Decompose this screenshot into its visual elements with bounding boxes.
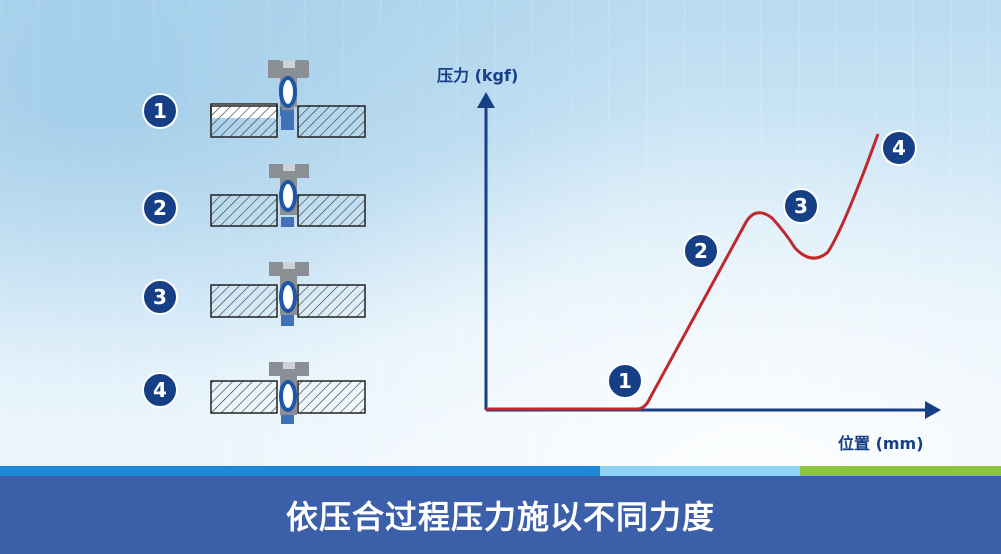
- stripe-blue: [0, 466, 600, 476]
- part-step-3: [210, 262, 366, 326]
- force-position-graph: [477, 92, 941, 419]
- step-marker-1: 1: [142, 93, 178, 129]
- x-axis-label: 位置 (mm): [838, 434, 924, 453]
- curve-marker-2: 2: [683, 233, 719, 269]
- stripe-light: [600, 466, 800, 476]
- part-step-2: [210, 164, 366, 227]
- curve-marker-3: 3: [783, 188, 819, 224]
- step-marker-2: 2: [142, 190, 178, 226]
- curve-marker-4: 4: [881, 130, 917, 166]
- curve-marker-1: 1: [607, 363, 643, 399]
- part-step-4: [210, 362, 366, 424]
- step-marker-4: 4: [142, 372, 178, 408]
- x-axis-arrow: [925, 401, 941, 419]
- force-curve: [486, 133, 880, 411]
- y-axis-arrow: [477, 92, 495, 108]
- step-marker-3: 3: [142, 279, 178, 315]
- stripe-green: [800, 466, 1001, 476]
- part-step-1: [210, 61, 366, 138]
- y-axis-label: 压力 (kgf): [437, 66, 519, 85]
- title-banner: 依压合过程压力施以不同力度: [0, 476, 1001, 554]
- banner-title: 依压合过程压力施以不同力度: [285, 498, 715, 536]
